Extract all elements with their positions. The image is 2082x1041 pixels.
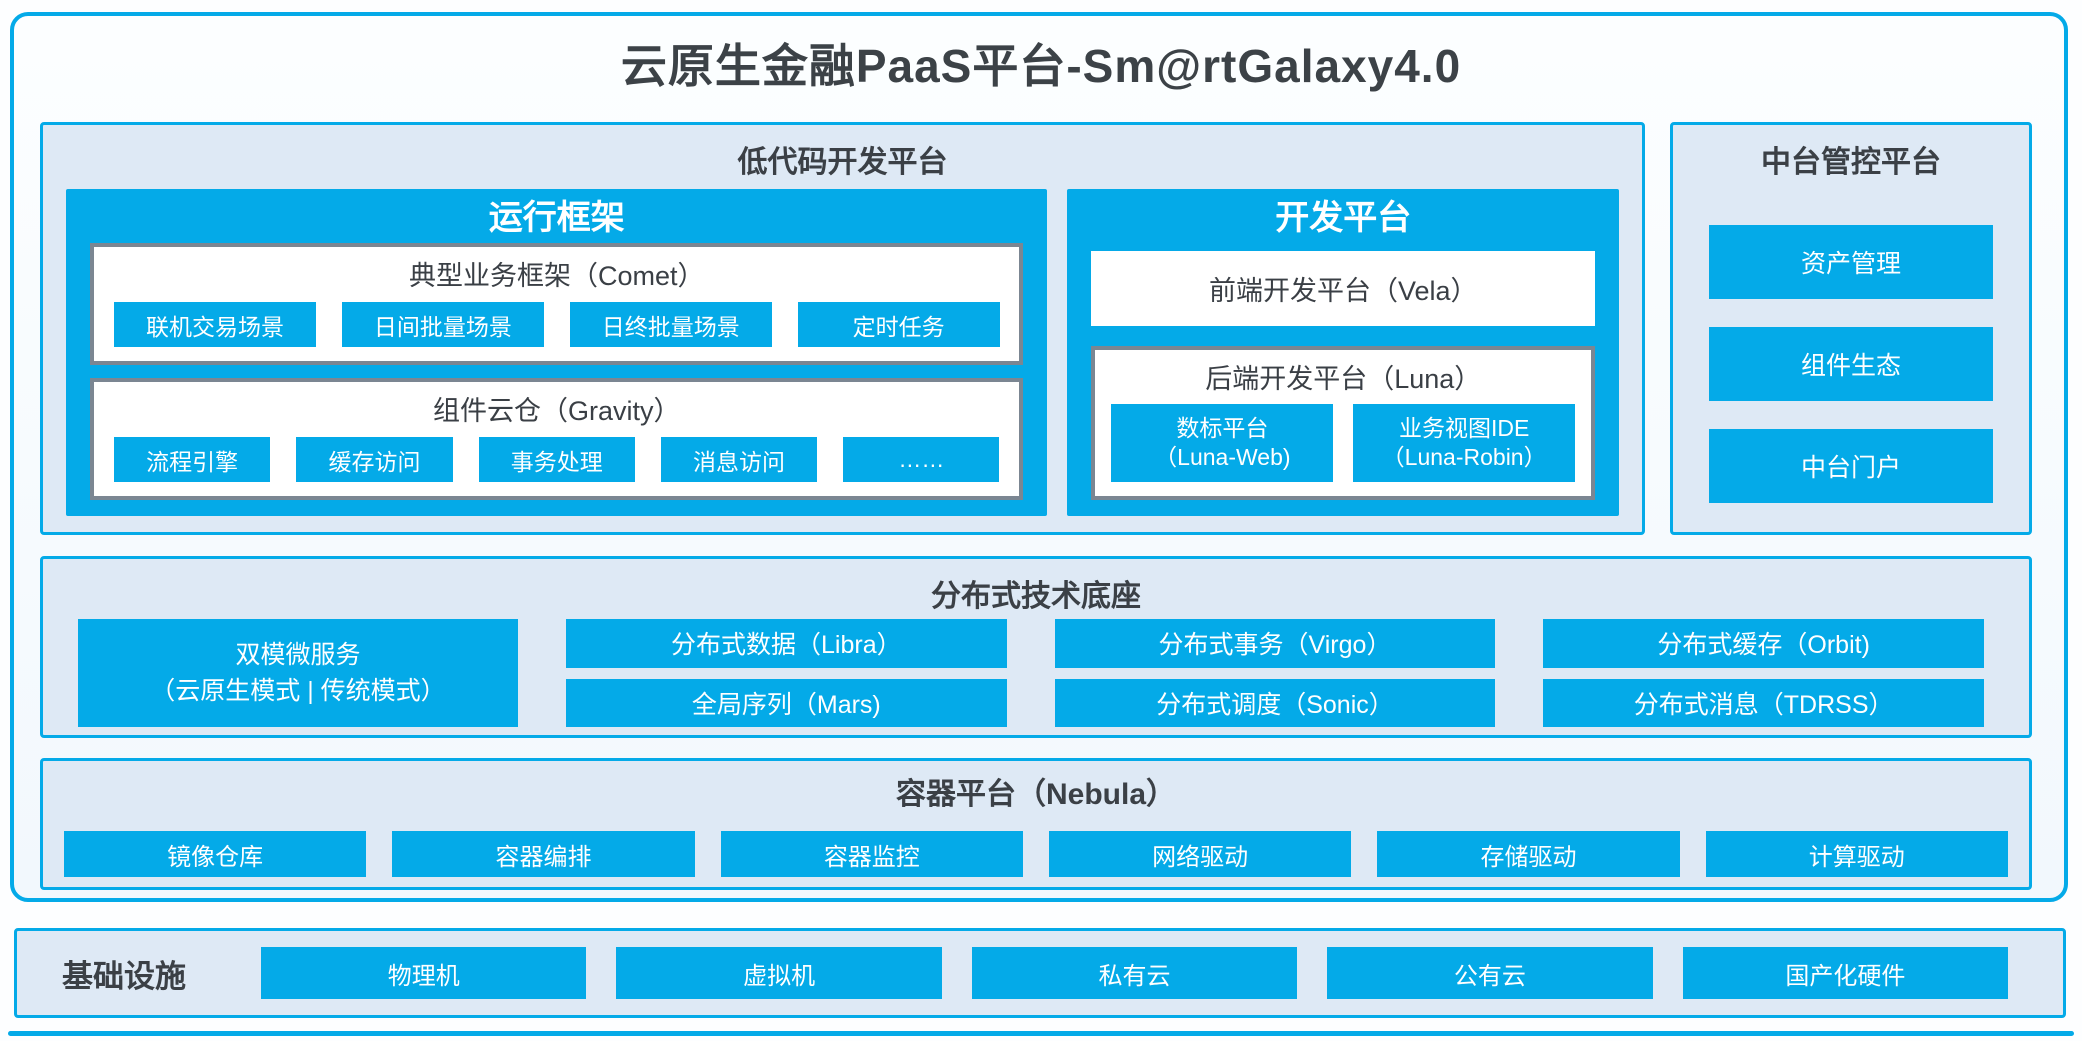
luna-chip-line1: 业务视图IDE [1398, 415, 1530, 442]
gravity-title: 组件云仓（Gravity） [432, 396, 681, 426]
midplatform-item: 资产管理 [1709, 225, 1993, 299]
infrastructure-chip: 物理机 [261, 947, 587, 999]
luna-chip-line2: （Luna-Robin） [1381, 444, 1547, 470]
distributed-chip: 全局序列（Mars) [566, 678, 1007, 727]
dev-platform-title: 开发平台 [1275, 199, 1412, 237]
comet-chip: 定时任务 [797, 302, 1000, 347]
luna-box: 后端开发平台（Luna） 数标平台 （Luna-Web) 业务视图IDE （Lu… [1091, 346, 1595, 500]
gravity-chip: …… [843, 437, 1000, 482]
midplatform-item: 组件生态 [1709, 327, 1993, 401]
distributed-chip: 分布式事务（Virgo） [1054, 619, 1496, 668]
infrastructure-title: 基础设施 [62, 958, 186, 994]
midplatform-panel: 中台管控平台 资产管理 组件生态 中台门户 [1670, 122, 2032, 535]
distributed-grid: 双模微服务 （云原生模式 | 传统模式） 分布式数据（Libra） 分布式事务（… [78, 619, 1984, 727]
bottom-accent-line [8, 1031, 2074, 1036]
comet-chip: 日间批量场景 [341, 302, 544, 347]
container-platform-chip: 网络驱动 [1048, 831, 1352, 877]
container-platform-chip: 计算驱动 [1705, 831, 2008, 877]
distributed-chip: 分布式调度（Sonic） [1054, 678, 1496, 727]
luna-chip-row: 数标平台 （Luna-Web) 业务视图IDE （Luna-Robin） [1095, 396, 1591, 496]
distributed-base-panel: 分布式技术底座 双模微服务 （云原生模式 | 传统模式） 分布式数据（Libra… [40, 556, 2032, 738]
runtime-frame-stack: 典型业务框架（Comet） 联机交易场景 日间批量场景 日终批量场景 定时任务 … [90, 243, 1024, 500]
comet-chip: 日终批量场景 [569, 302, 772, 347]
luna-title: 后端开发平台（Luna） [1205, 364, 1482, 394]
luna-chip: 业务视图IDE （Luna-Robin） [1353, 404, 1576, 482]
gravity-box: 组件云仓（Gravity） 流程引擎 缓存访问 事务处理 消息访问 …… [90, 378, 1024, 500]
midplatform-buttons: 资产管理 组件生态 中台门户 [1673, 225, 2029, 503]
comet-title: 典型业务框架（Comet） [408, 261, 705, 291]
infrastructure-chip: 私有云 [971, 947, 1298, 999]
infrastructure-chip: 公有云 [1327, 947, 1653, 999]
dual-mode-line2: （云原生模式 | 传统模式） [150, 677, 446, 705]
container-platform-row: 镜像仓库 容器编排 容器监控 网络驱动 存储驱动 计算驱动 [64, 831, 2008, 877]
comet-box: 典型业务框架（Comet） 联机交易场景 日间批量场景 日终批量场景 定时任务 [90, 243, 1024, 365]
page-title: 云原生金融PaaS平台-Sm@rtGalaxy4.0 [620, 40, 1462, 92]
runtime-frame-section: 运行框架 典型业务框架（Comet） 联机交易场景 日间批量场景 日终批量场景 … [66, 189, 1048, 516]
infrastructure-panel: 基础设施 物理机 虚拟机 私有云 公有云 国产化硬件 [14, 928, 2066, 1018]
distributed-chip: 分布式缓存（Orbit) [1543, 619, 1984, 668]
gravity-chip: 事务处理 [478, 437, 635, 482]
container-platform-title: 容器平台（Nebula） [895, 778, 1177, 811]
midplatform-title: 中台管控平台 [1761, 146, 1941, 179]
runtime-frame-title: 运行框架 [488, 199, 625, 237]
dual-mode-line1: 双模微服务 [235, 640, 361, 669]
luna-chip-line1: 数标平台 [1176, 415, 1269, 442]
gravity-chip: 缓存访问 [296, 437, 453, 482]
infrastructure-chip: 国产化硬件 [1682, 947, 2009, 999]
comet-chip-row: 联机交易场景 日间批量场景 日终批量场景 定时任务 [94, 293, 1019, 361]
dual-mode-microservice-box: 双模微服务 （云原生模式 | 传统模式） [78, 619, 518, 727]
midplatform-item: 中台门户 [1709, 429, 1993, 503]
vela-box: 前端开发平台（Vela） [1091, 251, 1595, 326]
lowcode-platform-title: 低代码开发平台 [737, 146, 948, 179]
distributed-chip: 分布式数据（Libra） [566, 619, 1007, 668]
comet-chip: 联机交易场景 [114, 302, 316, 347]
distributed-chip: 分布式消息（TDRSS） [1543, 678, 1984, 727]
lowcode-platform-body: 运行框架 典型业务框架（Comet） 联机交易场景 日间批量场景 日终批量场景 … [66, 189, 1619, 516]
gravity-chip: 消息访问 [660, 437, 818, 482]
infrastructure-chip: 虚拟机 [616, 947, 942, 999]
container-platform-chip: 容器监控 [720, 831, 1023, 877]
dev-platform-section: 开发平台 前端开发平台（Vela） 后端开发平台（Luna） 数标平台 （Lun… [1067, 189, 1619, 516]
container-platform-chip: 存储驱动 [1377, 831, 1680, 877]
lowcode-platform-panel: 低代码开发平台 运行框架 典型业务框架（Comet） 联机交易场景 日间批量场景… [40, 122, 1645, 535]
gravity-chip: 流程引擎 [114, 437, 271, 482]
container-platform-chip: 容器编排 [392, 831, 695, 877]
luna-chip: 数标平台 （Luna-Web) [1111, 404, 1334, 482]
container-platform-chip: 镜像仓库 [64, 831, 367, 877]
container-platform-panel: 容器平台（Nebula） 镜像仓库 容器编排 容器监控 网络驱动 存储驱动 计算… [40, 758, 2032, 890]
distributed-base-title: 分布式技术底座 [931, 580, 1141, 613]
luna-chip-line2: （Luna-Web) [1154, 444, 1291, 470]
gravity-chip-row: 流程引擎 缓存访问 事务处理 消息访问 …… [94, 428, 1019, 496]
